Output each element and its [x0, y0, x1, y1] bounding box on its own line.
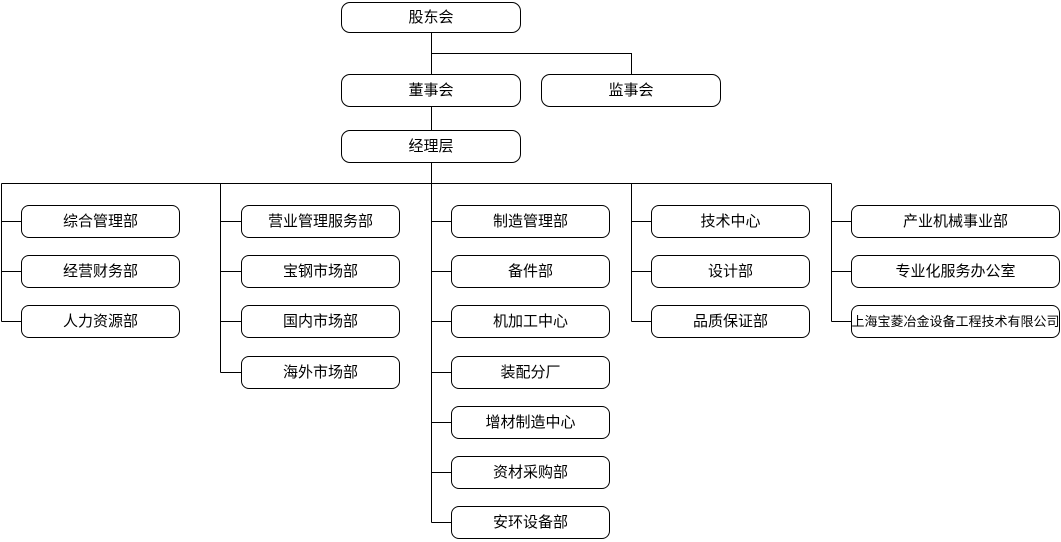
connector-shareholders-supervisors: [431, 53, 632, 74]
org-node-label: 机加工中心: [492, 313, 568, 330]
org-node-label: 产业机械事业部: [902, 213, 1008, 230]
org-node-general-management: 综合管理部: [21, 205, 180, 238]
org-node-label: 监事会: [608, 82, 654, 99]
org-node-label: 人力资源部: [62, 313, 138, 330]
org-node-shanghai-baoling-company: 上海宝菱冶金设备工程技术有限公司: [851, 305, 1060, 338]
org-node-label: 制造管理部: [492, 213, 568, 230]
org-node-label: 资材采购部: [492, 464, 568, 481]
org-node-label: 安环设备部: [492, 514, 568, 531]
org-node-label: 专业化服务办公室: [895, 263, 1016, 280]
org-node-spare-parts: 备件部: [451, 255, 610, 288]
org-node-label: 宝钢市场部: [282, 263, 358, 280]
org-node-board: 董事会: [341, 74, 521, 107]
connector-column-1: [1, 183, 21, 322]
org-node-label: 装配分厂: [500, 364, 561, 381]
org-node-manufacturing-management: 制造管理部: [451, 205, 610, 238]
org-node-human-resources: 人力资源部: [21, 305, 180, 338]
org-node-specialized-service-office: 专业化服务办公室: [851, 255, 1060, 288]
org-node-additive-manufacturing-center: 增材制造中心: [451, 406, 610, 439]
connector-column-3: [431, 183, 451, 523]
org-node-label: 经营财务部: [62, 263, 138, 280]
org-node-industrial-machinery: 产业机械事业部: [851, 205, 1060, 238]
org-node-label: 综合管理部: [62, 213, 138, 230]
org-node-domestic-market: 国内市场部: [241, 305, 400, 338]
org-node-management: 经理层: [341, 130, 521, 163]
org-node-label: 经理层: [408, 138, 454, 155]
org-node-label: 上海宝菱冶金设备工程技术有限公司: [851, 314, 1060, 329]
org-node-label: 设计部: [707, 263, 753, 280]
org-node-assembly-plant: 装配分厂: [451, 356, 610, 389]
connector-column-5: [831, 183, 851, 322]
org-node-overseas-market: 海外市场部: [241, 356, 400, 389]
org-node-materials-procurement: 资材采购部: [451, 456, 610, 489]
org-node-machining-center: 机加工中心: [451, 305, 610, 338]
connector-column-4: [631, 183, 651, 322]
org-node-label: 国内市场部: [282, 313, 358, 330]
org-node-supervisors: 监事会: [541, 74, 721, 107]
org-node-label: 董事会: [408, 82, 454, 99]
org-node-quality-assurance: 品质保证部: [651, 305, 810, 338]
org-node-design: 设计部: [651, 255, 810, 288]
org-node-safety-environment-equipment: 安环设备部: [451, 506, 610, 539]
org-node-label: 海外市场部: [282, 364, 358, 381]
org-node-baosteel-market: 宝钢市场部: [241, 255, 400, 288]
org-node-label: 股东会: [408, 9, 454, 26]
org-node-label: 品质保证部: [692, 313, 768, 330]
org-node-shareholders: 股东会: [341, 2, 521, 33]
org-node-operating-finance: 经营财务部: [21, 255, 180, 288]
org-node-label: 技术中心: [700, 213, 761, 230]
connector-column-2: [220, 183, 241, 373]
org-node-sales-management-service: 营业管理服务部: [241, 205, 400, 238]
org-node-label: 备件部: [507, 263, 553, 280]
org-node-technology-center: 技术中心: [651, 205, 810, 238]
org-node-label: 营业管理服务部: [267, 213, 373, 230]
org-node-label: 增材制造中心: [485, 414, 576, 431]
